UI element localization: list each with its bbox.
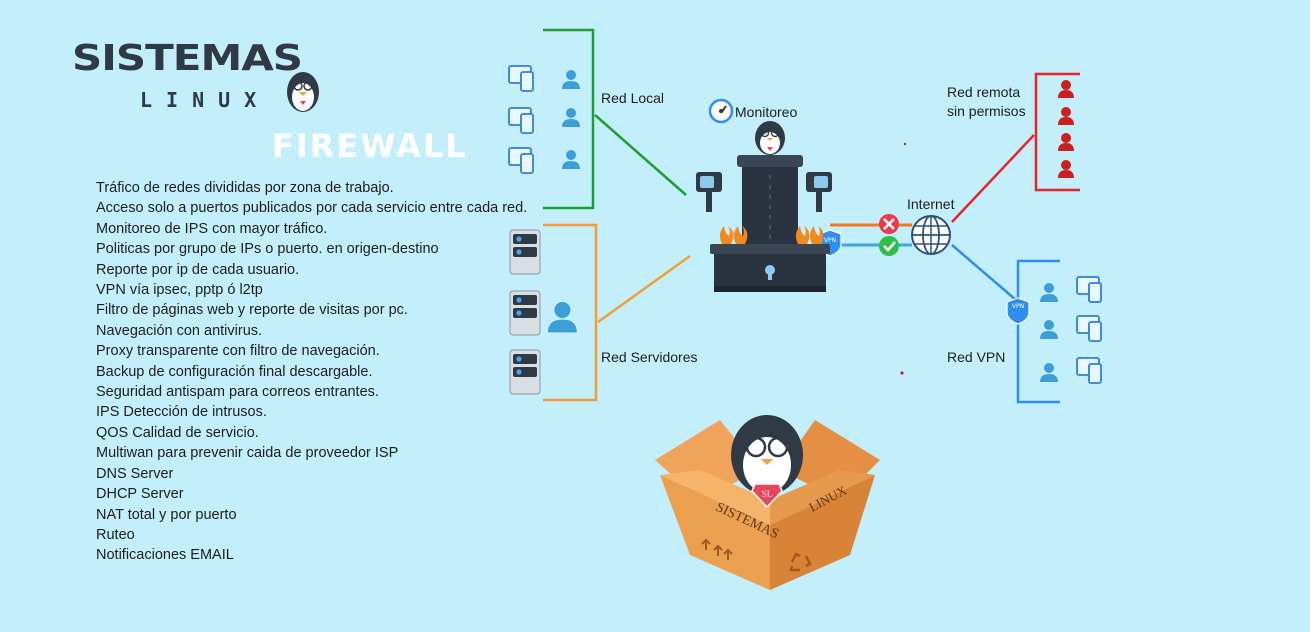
feature-item: Navegación con antivirus. [96, 322, 263, 339]
allowed-icon [879, 236, 899, 256]
feature-item: VPN vía ipsec, pptp ó l2tp [96, 282, 263, 299]
red-vpn-devices [1040, 276, 1102, 384]
feature-item: Multiwan para prevenir caida de proveedo… [96, 445, 399, 462]
gauge-icon [708, 98, 734, 124]
feature-item: DHCP Server [96, 486, 184, 503]
red-servidores-label: Red Servidores [601, 349, 698, 365]
cardboard-box-illustration [655, 415, 880, 590]
features-list: Tráfico de redes divididas por zona de t… [96, 178, 536, 566]
red-vpn-bracket [951, 244, 1060, 404]
fragile-icon [701, 538, 733, 560]
feature-item: Filtro de páginas web y reporte de visit… [96, 302, 408, 319]
brand-logo-subtitle: LINUX [140, 88, 271, 112]
feature-item: Backup de configuración final descargabl… [96, 363, 373, 380]
feature-item: Notificaciones EMAIL [96, 547, 234, 564]
brand-logo-title: SISTEMAS [72, 36, 303, 79]
vpn-badge-text: VPN [824, 237, 836, 244]
monitoreo-label: Monitoreo [735, 104, 798, 120]
internet-globe-icon [911, 215, 951, 255]
vpn-network-badge-text: VPN [1012, 303, 1024, 310]
red-servidores-devices [509, 229, 577, 395]
red-remota-label-line2: sin permisos [947, 103, 1026, 119]
blocked-icon [879, 214, 899, 234]
vpn-network-shield-icon [1006, 297, 1030, 325]
feature-item: Reporte por ip de cada usuario. [96, 261, 300, 278]
red-remota-users [1058, 80, 1074, 178]
feature-item: NAT total y por puerto [96, 506, 237, 523]
internet-label: Internet [907, 196, 955, 212]
feature-item: Proxy transparente con filtro de navegac… [96, 343, 380, 360]
red-vpn-label: Red VPN [947, 349, 1006, 365]
red-local-devices [508, 65, 580, 174]
red-servidores-bracket [543, 223, 691, 402]
box-badge-text: SL [762, 489, 773, 499]
feature-item: Seguridad antispam para correos entrante… [96, 384, 379, 401]
feature-item: Acceso solo a puertos publicados por cad… [96, 200, 528, 217]
feature-item: Monitoreo de IPS con mayor tráfico. [96, 220, 328, 237]
feature-item: QOS Calidad de servicio. [96, 424, 259, 441]
firewall-tower-icon [696, 121, 832, 292]
feature-item: DNS Server [96, 465, 174, 482]
feature-item: Politicas por grupo de IPs o puerto. en … [96, 241, 439, 258]
firewall-heading: FIREWALL [272, 127, 468, 165]
feature-item: Tráfico de redes divididas por zona de t… [96, 180, 394, 196]
feature-item: Ruteo [96, 526, 135, 543]
red-remota-bracket [951, 72, 1080, 223]
red-remota-label-line1: Red remota [947, 84, 1021, 100]
red-local-label: Red Local [601, 90, 665, 106]
red-local-bracket [543, 28, 687, 210]
feature-item: IPS Detección de intrusos. [96, 404, 267, 421]
recycle-icon [789, 552, 812, 572]
